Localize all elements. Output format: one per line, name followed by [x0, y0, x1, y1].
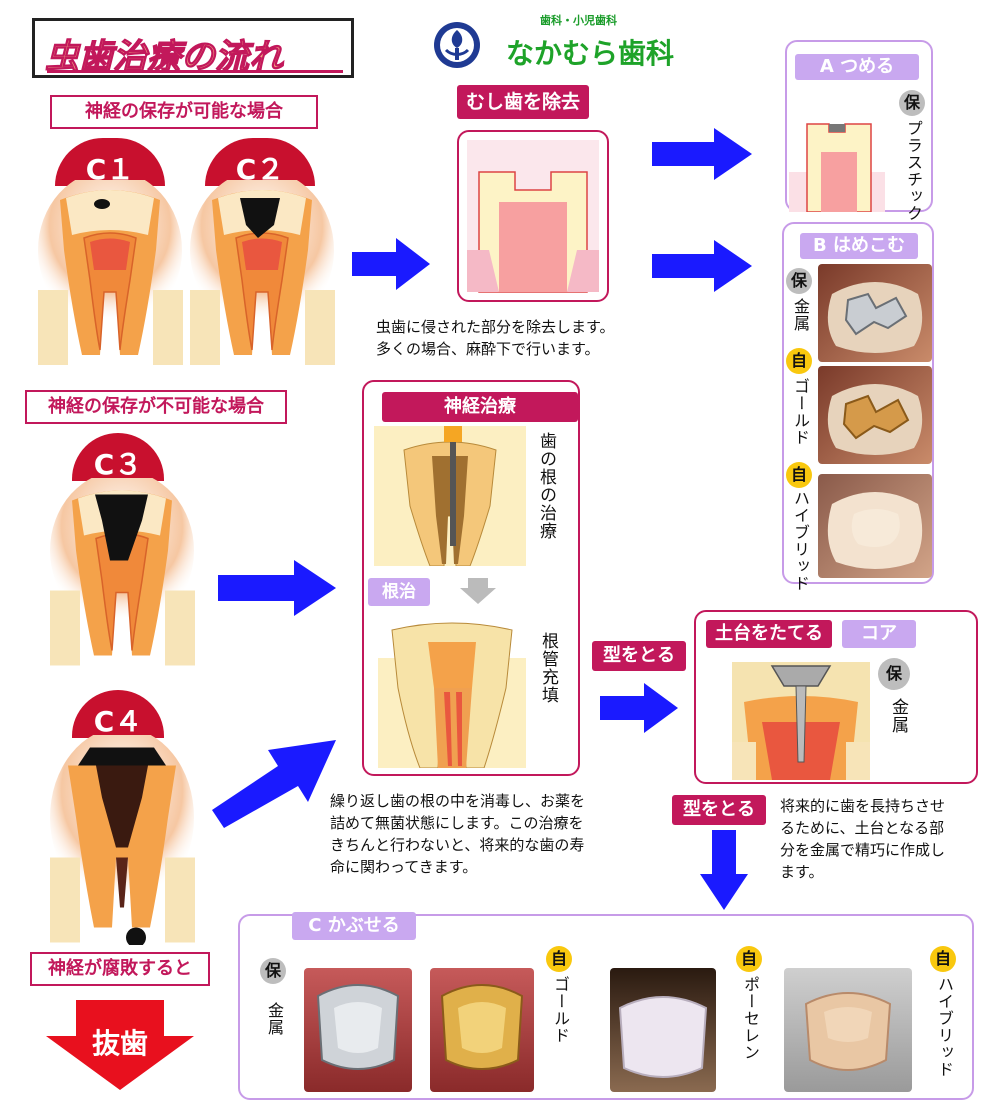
material-label: ハイブリッド: [791, 490, 810, 592]
stage-c2-cap: C２: [205, 138, 315, 186]
nerve-rotten-label: 神経が腐敗すると: [30, 952, 210, 986]
tooth-c1-illustration: [38, 180, 183, 365]
material-label: 金属: [265, 1002, 284, 1036]
insurance-badge: 保: [878, 658, 910, 690]
self-pay-badge: 自: [546, 946, 572, 972]
option-a-label: A つめる: [795, 54, 919, 80]
removal-panel: [457, 130, 609, 302]
note-line: ます。: [780, 863, 824, 881]
nerve-impossible-label: 神経の保存が不可能な場合: [25, 390, 287, 424]
arrow-right-icon: [600, 683, 678, 733]
option-a-panel: A つめる 保 プラスチック: [785, 40, 933, 222]
root-sub-label: 根治: [368, 578, 430, 606]
core-note: 将来的に歯を長持ちさせ るために、土台となる部 分を金属で精巧に作成し ます。: [780, 795, 990, 883]
title-underline: [47, 70, 343, 73]
material-label: 金属: [791, 298, 810, 332]
stage-c4-cap: C４: [72, 690, 164, 738]
tooth-c4-illustration: [50, 735, 195, 945]
note-line: るために、土台となる部: [780, 819, 945, 837]
crown-metal-photo: [304, 968, 412, 1092]
self-pay-badge: 自: [930, 946, 956, 972]
inlay-hybrid-photo: [818, 474, 932, 578]
option-b-panel: B はめこむ 保 金属 自 ゴールド 自 ハイブリッド: [782, 222, 934, 592]
core-panel: 土台をたてる コア 保 金属: [694, 610, 978, 784]
impression-label: 型をとる: [592, 641, 686, 671]
stage-c3-cap: C３: [72, 433, 164, 481]
insurance-badge: 保: [899, 90, 925, 116]
option-b-label: B はめこむ: [800, 233, 918, 259]
removal-note: 虫歯に侵された部分を除去します。 多くの場合、麻酔下で行います。: [376, 316, 706, 360]
material-label: ポーセレン: [741, 976, 760, 1061]
removal-label: むし歯を除去: [457, 85, 589, 119]
clinic-logo-icon: [434, 22, 480, 68]
material-label: プラスチック: [904, 120, 923, 222]
note-line: 命に関わってきます。: [330, 858, 478, 876]
note-line: 繰り返し歯の根の中を消毒し、お薬を: [330, 792, 586, 810]
note-line: 多くの場合、麻酔下で行います。: [376, 340, 600, 358]
crown-hybrid-photo: [784, 968, 912, 1092]
note-line: 将来的に歯を長持ちさせ: [780, 797, 946, 815]
insurance-badge: 保: [786, 268, 812, 294]
root-filling-illustration: [378, 622, 526, 768]
root-note: 繰り返し歯の根の中を消毒し、お薬を 詰めて無菌状態にします。この治療を きちんと…: [330, 790, 630, 878]
core-label: 土台をたてる: [706, 620, 832, 648]
extraction-label: 抜歯: [91, 1027, 148, 1060]
tooth-c3-illustration: [50, 478, 195, 666]
arrow-right-icon: [352, 238, 430, 290]
root-treatment-illustration: [374, 426, 526, 566]
arrow-right-icon: [218, 560, 336, 616]
root-canal-panel: 神経治療 歯の根の治療 根治 根管充填: [362, 380, 580, 776]
stage-c1-cap: C１: [55, 138, 165, 186]
note-line: 虫歯に侵された部分を除去します。: [376, 318, 615, 336]
arrow-down-gray-icon: [460, 578, 496, 604]
removed-tooth-illustration: [467, 140, 599, 293]
arrow-right-icon: [652, 128, 752, 180]
clinic-subtitle: 歯科・小児歯科: [540, 14, 617, 27]
step-root-treatment: 歯の根の治療: [536, 432, 556, 540]
note-line: 詰めて無菌状態にします。この治療を: [330, 814, 584, 832]
option-c-panel: C かぶせる 保 金属 自 ゴールド 自 ポーセレン 自 ハイブリッド: [238, 912, 974, 1100]
inlay-gold-photo: [818, 366, 932, 464]
root-canal-label: 神経治療: [382, 392, 578, 422]
core-sub-label: コア: [842, 620, 916, 648]
self-pay-badge: 自: [786, 462, 812, 488]
insurance-badge: 保: [260, 958, 286, 984]
self-pay-badge: 自: [736, 946, 762, 972]
option-c-label: C かぶせる: [292, 912, 416, 940]
crown-gold-photo: [430, 968, 534, 1092]
filled-tooth-illustration: [789, 123, 885, 212]
material-label: 金属: [888, 698, 908, 734]
inlay-metal-photo: [818, 264, 932, 362]
crown-porcelain-photo: [610, 968, 716, 1092]
tooth-c2-illustration: [190, 180, 335, 365]
material-label: ゴールド: [551, 976, 570, 1044]
arrow-diagonal-icon: [212, 740, 336, 828]
material-label: ハイブリッド: [935, 976, 954, 1078]
arrow-down-icon: [700, 830, 748, 910]
material-label: ゴールド: [791, 378, 810, 446]
note-line: 分を金属で精巧に作成し: [780, 841, 946, 859]
step-root-filling: 根管充填: [538, 632, 558, 704]
core-post-illustration: [732, 662, 870, 780]
page-title-box: 虫歯治療の流れ: [32, 18, 354, 78]
arrow-right-icon: [652, 240, 752, 292]
impression-label: 型をとる: [672, 795, 766, 825]
self-pay-badge: 自: [786, 348, 812, 374]
note-line: きちんと行わないと、将来的な歯の寿: [330, 836, 585, 854]
clinic-name: なかむら歯科: [506, 37, 675, 70]
extraction-arrow-icon: [46, 1000, 194, 1090]
nerve-possible-label: 神経の保存が可能な場合: [50, 95, 318, 129]
